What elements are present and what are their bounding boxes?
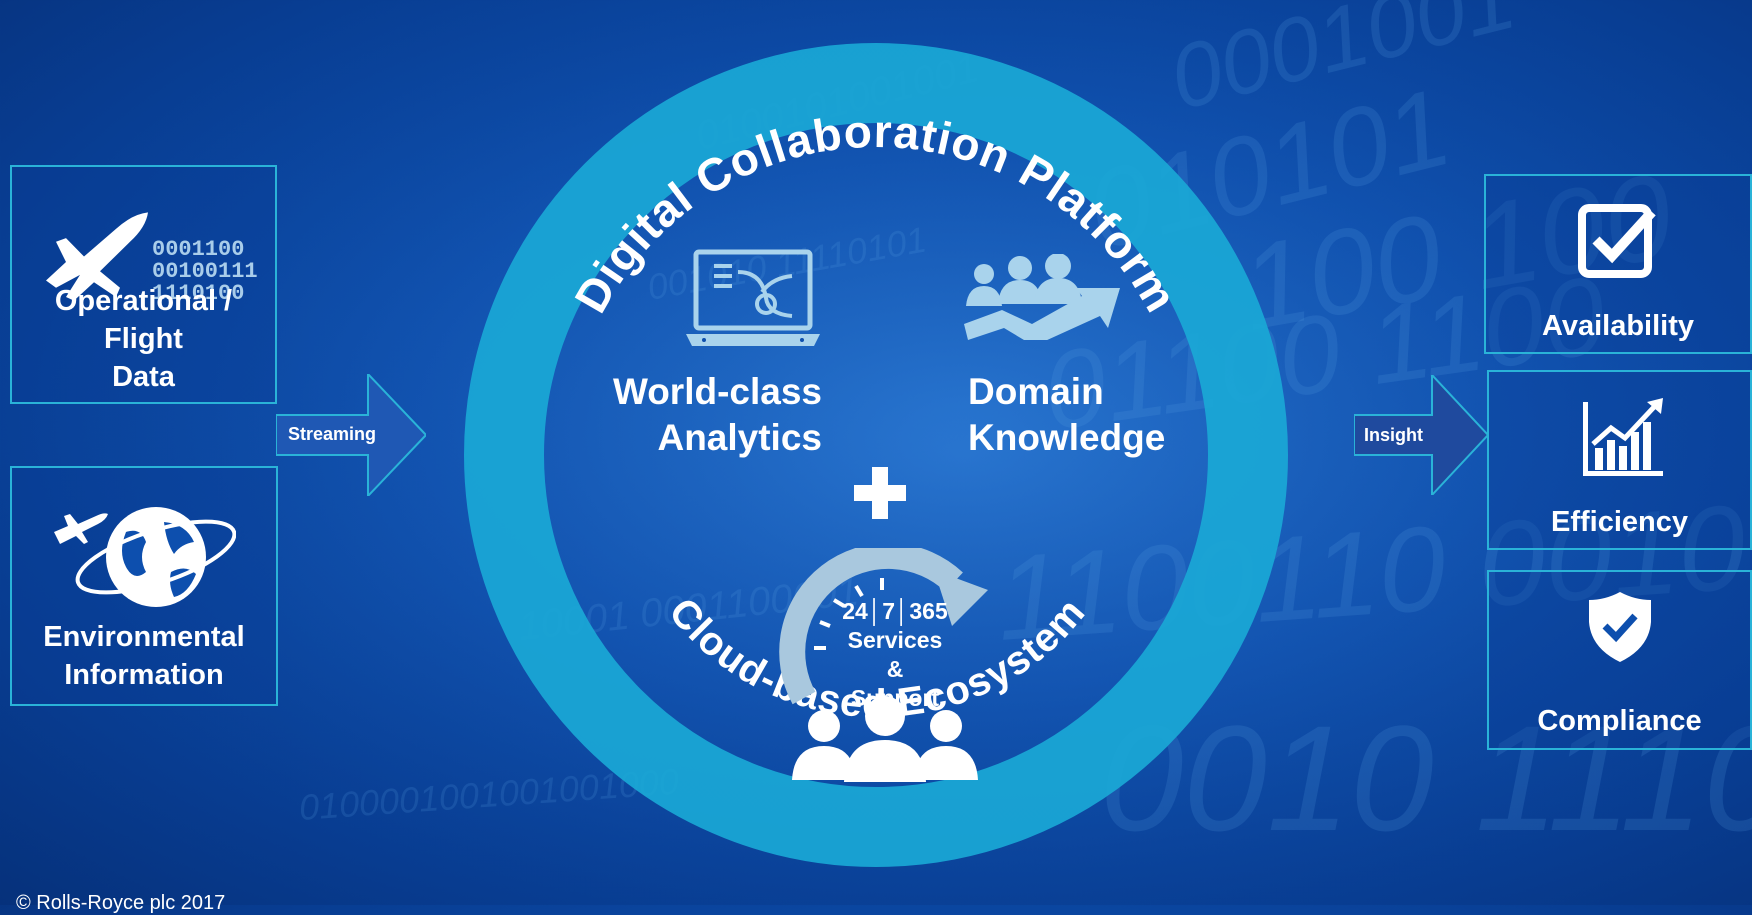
shield-check-icon <box>1589 592 1651 662</box>
insight-label: Insight <box>1364 425 1423 445</box>
svg-text:010101: 010101 <box>1076 65 1462 273</box>
binary-line: 00100111 <box>152 259 258 284</box>
analytics-label-line: Analytics <box>657 417 822 458</box>
analytics-label: World-class Analytics <box>600 369 822 461</box>
insight-arrow-shape <box>1353 372 1490 498</box>
checkbox-icon <box>1578 204 1656 278</box>
availability-box: Availability <box>1484 174 1752 354</box>
support-team-clock-icon <box>779 548 988 782</box>
environmental-label-line: Information <box>64 659 224 691</box>
environmental-information-box: Environmental Information <box>10 466 278 706</box>
operational-label-line: Flight <box>104 323 183 355</box>
environmental-label: Environmental Information <box>12 618 276 694</box>
laptop-analytics-icon <box>686 249 820 346</box>
svg-text:0100101001001: 0100101001001 <box>692 46 983 159</box>
streaming-arrow: Streaming <box>275 371 428 499</box>
domain-label-line: Domain <box>968 371 1104 412</box>
environmental-label-line: Environmental <box>43 621 245 653</box>
streaming-label: Streaming <box>288 424 377 444</box>
services-label-line: & <box>886 656 904 682</box>
svg-text:0100001001001001000: 0100001001001001000 <box>298 761 680 828</box>
binary-digits-icon: 0001100 00100111 1110100 <box>152 239 262 305</box>
analytics-label-line: World-class <box>612 371 822 412</box>
globe-airplane-icon <box>54 507 236 607</box>
services-label-line: Services <box>847 627 943 653</box>
efficiency-box: Efficiency <box>1487 370 1752 550</box>
plus-icon <box>854 467 906 519</box>
compliance-label: Compliance <box>1537 705 1702 737</box>
team-growth-icon <box>964 254 1120 340</box>
domain-knowledge-label: Domain Knowledge <box>968 369 1208 461</box>
insight-arrow: Insight <box>1353 372 1490 498</box>
binary-line: 0001100 <box>152 239 245 262</box>
svg-text:0001001: 0001001 <box>1161 0 1525 129</box>
streaming-arrow-shape <box>275 371 428 499</box>
compliance-box: Compliance <box>1487 570 1752 750</box>
operational-label: Operational / Flight Data <box>12 282 275 396</box>
services-label-line: 24│7│365 <box>842 598 948 624</box>
services-label-line: Support <box>850 685 940 711</box>
availability-label: Availability <box>1541 310 1695 342</box>
operational-label-line: Data <box>112 361 175 393</box>
airplane-icon <box>46 212 148 301</box>
operational-flight-data-box: 0001100 00100111 1110100 Operational / F… <box>10 165 277 404</box>
operational-label-line: Operational / <box>54 285 233 317</box>
bar-chart-growth-icon <box>1583 398 1663 476</box>
binary-line: 1110100 <box>152 281 245 305</box>
copyright-text: © Rolls-Royce plc 2017 <box>16 892 226 914</box>
domain-label-line: Knowledge <box>968 417 1166 458</box>
efficiency-label: Efficiency <box>1551 506 1688 538</box>
services-support-label: 24│7│365 Services & Support <box>820 597 970 713</box>
